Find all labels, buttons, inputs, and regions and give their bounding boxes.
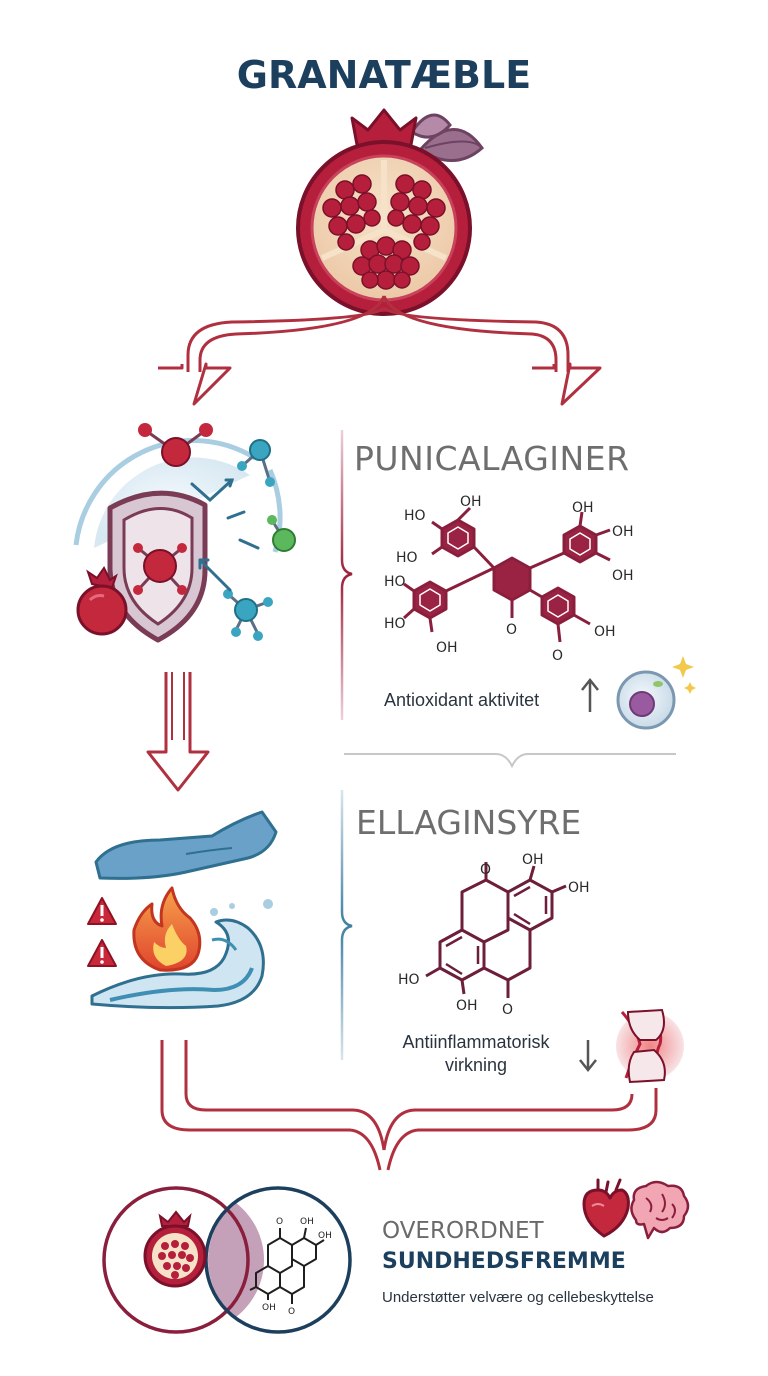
ellagic-structure (425, 862, 567, 998)
joint-icon (616, 1008, 684, 1084)
down-arrow-left (146, 672, 210, 792)
mini-ellagic-labels: O OH OH OH O (262, 1217, 332, 1317)
section-divider (344, 753, 676, 769)
effect-antioxidant: Antioxidant aktivitet (384, 690, 539, 710)
svg-text:HO: HO (398, 972, 420, 988)
punicalagin-structure (402, 506, 611, 643)
section-heading-ellaginsyre: ELLAGINSYRE (356, 803, 581, 842)
svg-text:OH: OH (594, 624, 616, 640)
svg-text:HO: HO (396, 550, 418, 566)
svg-text:OH: OH (612, 524, 634, 540)
svg-text:O: O (276, 1217, 283, 1227)
pomegranate-icon (296, 108, 485, 316)
svg-text:OH: OH (300, 1217, 314, 1227)
svg-text:OH: OH (612, 568, 634, 584)
overall-description: Understøtter velvære og cellebeskyttelse (382, 1289, 654, 1306)
bracket-left-punicalaginer (340, 430, 353, 720)
wave-icon (90, 899, 273, 1010)
bracket-left-ellaginsyre (340, 790, 353, 1060)
effect-antiinflammatory-line1: Antiinflammatorisk (402, 1032, 550, 1052)
svg-text:OH: OH (436, 640, 458, 656)
split-arrow (158, 295, 602, 406)
svg-text:HO: HO (384, 616, 406, 632)
venn-diagram: O OH OH OH O (102, 1186, 352, 1334)
cell-icon (616, 656, 696, 730)
mini-ellagic-structure (249, 1227, 325, 1304)
shield-icon (73, 423, 296, 643)
punicalagin-labels: HO OH HO OH OH HO HO OH OH O OH O (384, 494, 634, 664)
svg-text:OH: OH (262, 1303, 276, 1313)
svg-text:HO: HO (384, 574, 406, 590)
svg-text:O: O (502, 1002, 513, 1018)
flame-icon (132, 886, 202, 972)
svg-text:HO: HO (404, 508, 426, 524)
mini-pomegranate-icon (143, 1210, 207, 1288)
svg-text:OH: OH (318, 1231, 332, 1241)
heart-icon (582, 1178, 630, 1238)
warning-icon (87, 897, 117, 967)
svg-text:OH: OH (460, 494, 482, 510)
overall-heading: OVERORDNET (382, 1218, 544, 1244)
brain-icon (630, 1180, 690, 1240)
overall-title: SUNDHEDSFREMME (382, 1249, 626, 1274)
effect-antiinflammatory-line2: virkning (445, 1055, 507, 1075)
hand-icon (94, 810, 278, 880)
svg-text:OH: OH (456, 998, 478, 1014)
svg-text:O: O (288, 1307, 295, 1317)
page-title: GRANATÆBLE (237, 53, 531, 97)
svg-text:OH: OH (572, 500, 594, 516)
merge-arrow (160, 1040, 658, 1171)
svg-text:O: O (506, 622, 517, 638)
arrow-down-icon (579, 1040, 597, 1073)
svg-text:OH: OH (568, 880, 590, 896)
svg-text:O: O (480, 862, 491, 878)
svg-text:OH: OH (522, 852, 544, 868)
arrow-up-icon (581, 677, 599, 712)
svg-text:O: O (552, 648, 563, 664)
section-heading-punicalaginer: PUNICALAGINER (354, 439, 630, 478)
ellagic-labels: O OH OH HO OH O (398, 852, 590, 1018)
